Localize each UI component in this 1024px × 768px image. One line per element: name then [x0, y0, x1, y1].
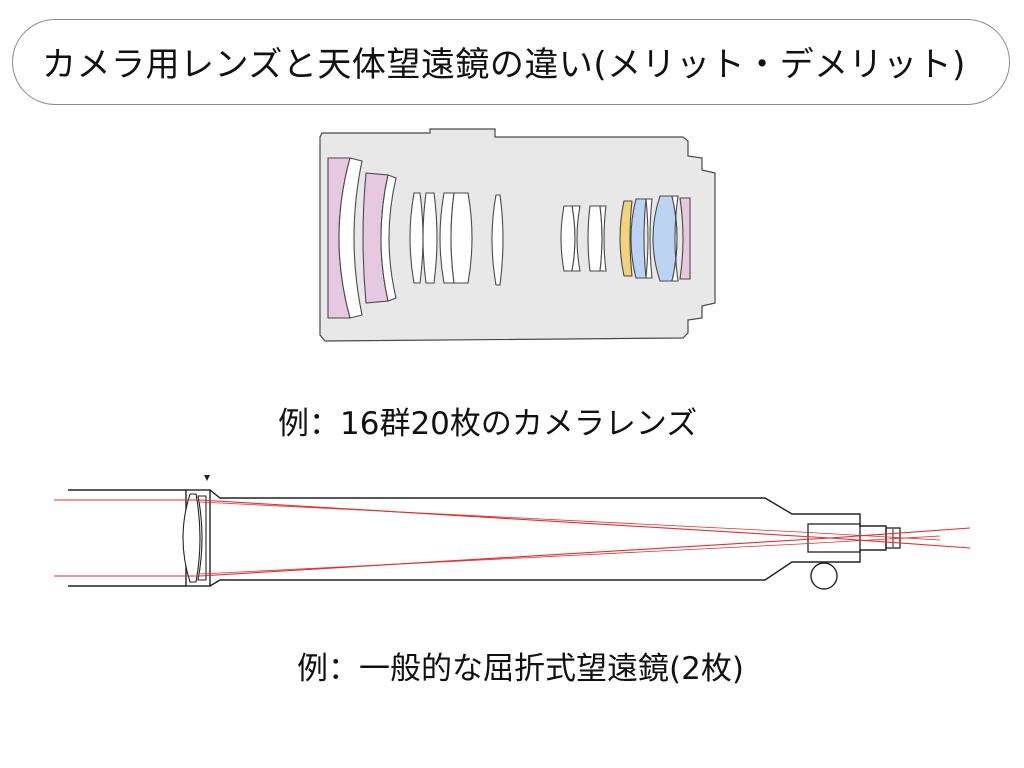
lens-element-10 [560, 205, 576, 272]
lens-element-16 [645, 198, 653, 279]
objective-element-2 [197, 495, 207, 581]
lens-element-9 [491, 194, 504, 286]
lens-element-12 [587, 205, 603, 272]
lens-element-5 [409, 192, 424, 284]
light-ray-lower-2 [199, 535, 941, 575]
camera-lens-cross-section [319, 128, 716, 342]
lens-element-6 [422, 192, 438, 284]
main-tube [209, 489, 887, 587]
pointer-mark [204, 475, 210, 481]
title-banner [12, 19, 1010, 105]
lens-element-18 [671, 195, 679, 282]
focus-knob [810, 562, 838, 590]
lens-element-11 [571, 205, 581, 272]
light-ray-upper-2 [199, 501, 941, 541]
objective-element-1 [182, 493, 201, 583]
lens-element-14 [619, 200, 633, 277]
lens-element-13 [599, 205, 607, 272]
lens-barrel [319, 128, 716, 342]
refracting-telescope-diagram [54, 475, 971, 590]
focuser-drawtube [807, 523, 861, 553]
light-ray-lower [54, 537, 971, 577]
lens-element-4 [380, 174, 397, 302]
light-ray-upper [54, 499, 971, 539]
telescope-caption: 例：一般的な屈折式望遠鏡(2枚) [297, 651, 744, 687]
lens-element-2 [338, 157, 363, 319]
lens-element-17 [652, 195, 678, 282]
lens-element-19 [679, 197, 691, 280]
lens-element-15 [630, 198, 647, 279]
lens-element-8 [450, 192, 473, 284]
lens-caption: 例：16群20枚のカメラレンズ [278, 406, 698, 442]
page-title: カメラ用レンズと天体望遠鏡の違い(メリット・デメリット) [42, 45, 966, 85]
